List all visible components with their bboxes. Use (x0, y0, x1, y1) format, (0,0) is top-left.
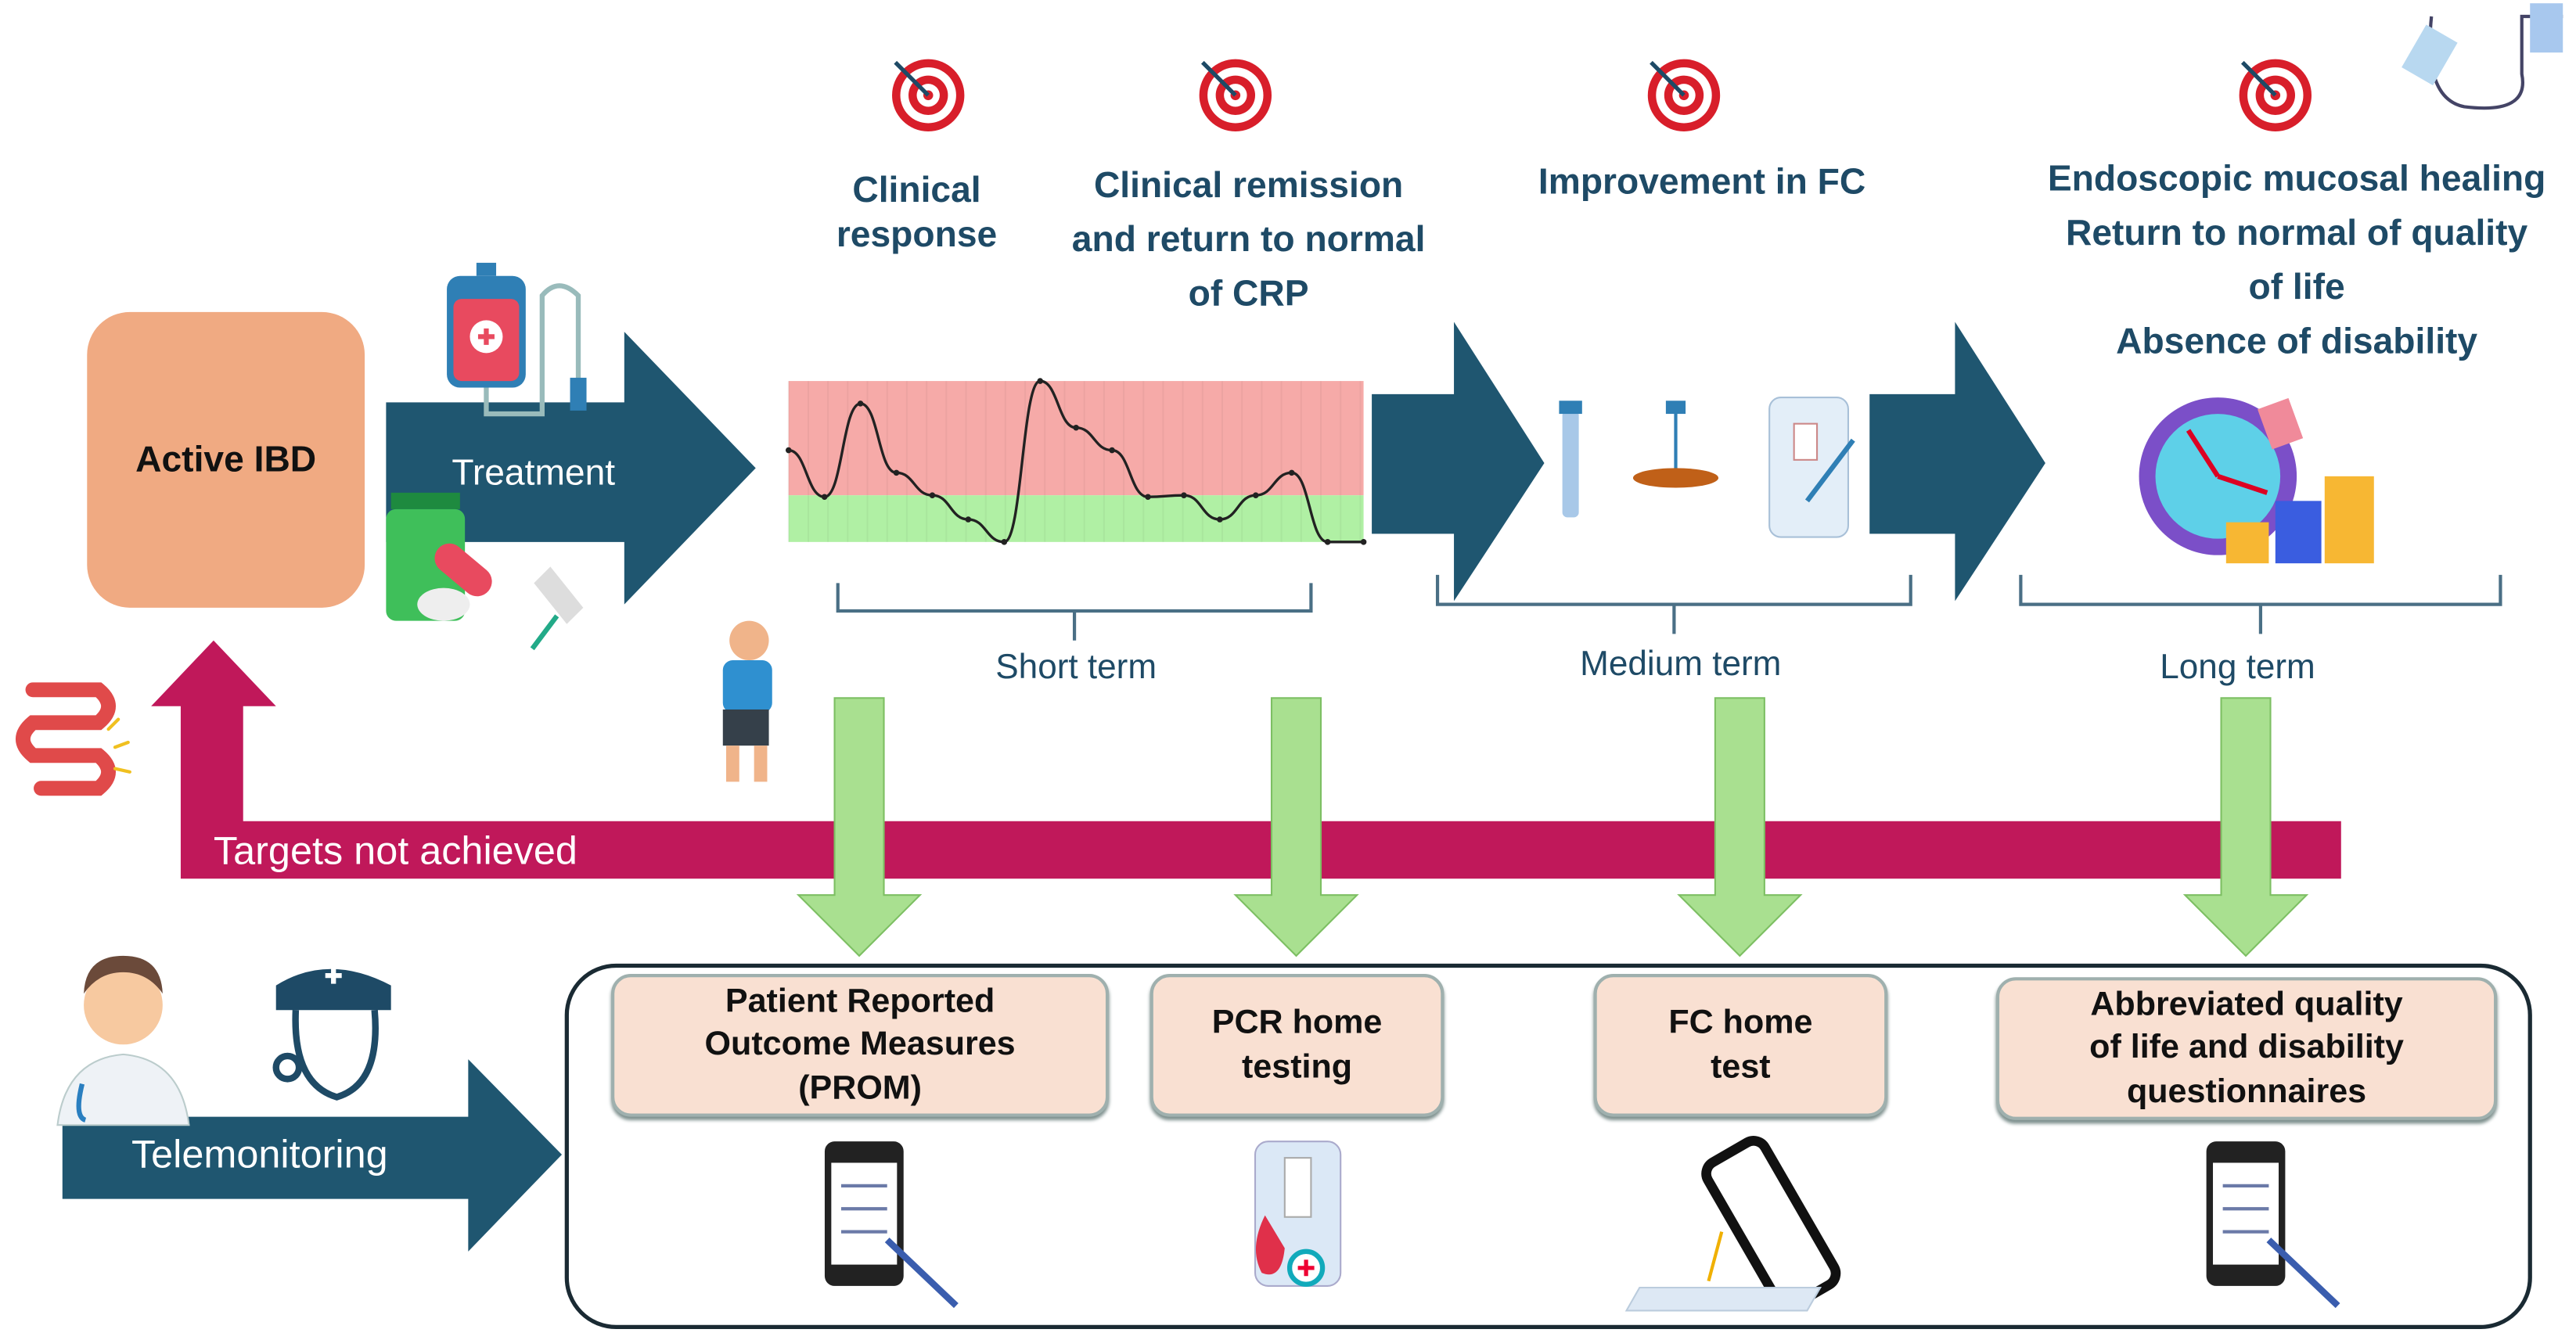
treatment-arrow-shape (386, 332, 756, 605)
down-arrow-pcr (1233, 697, 1359, 957)
crp-point (1360, 539, 1367, 545)
target-icon (892, 59, 965, 131)
tool-line: FC home (1668, 1003, 1813, 1042)
goal-line: and return to normal (1071, 218, 1426, 260)
long-term-label: Long term (2160, 648, 2315, 687)
crp-point (1073, 424, 1079, 431)
goal-line: of life (2248, 266, 2345, 307)
iv-bag-icon (447, 262, 587, 417)
telemonitoring-label: Telemonitoring (131, 1133, 388, 1178)
tool-line: PCR home (1211, 1003, 1383, 1042)
tool-line: Patient Reported (725, 981, 995, 1020)
target-icon (1199, 59, 1272, 131)
crp-point (1109, 447, 1115, 454)
crp-point (1001, 539, 1008, 545)
medium-term-brace (1435, 574, 1912, 634)
tool-box-fc: FC home test (1593, 974, 1888, 1117)
crp-trend-line (788, 379, 1364, 544)
fc-test-phone-icon (1624, 1136, 1841, 1312)
crp-point (965, 516, 972, 523)
medication-icon (386, 492, 584, 651)
target-icon (1647, 59, 1721, 131)
treatment-label: Treatment (452, 451, 616, 493)
child-icon (722, 620, 772, 782)
down-arrow-fc (1677, 697, 1803, 957)
crp-point (821, 494, 828, 501)
goal-line: response (836, 213, 998, 255)
crp-point (929, 492, 936, 498)
tool-box-pcr: PCR home testing (1149, 974, 1445, 1117)
crp-point (1324, 539, 1331, 545)
medium-to-long-arrow (1869, 322, 2045, 602)
fc-sample-icons (1559, 397, 1855, 538)
active-ibd-label: Active IBD (135, 438, 317, 480)
crp-point (1217, 516, 1223, 523)
target-icons (892, 59, 2312, 131)
qol-smartphone-icon (2206, 1141, 2340, 1309)
short-term-label: Short term (995, 648, 1157, 687)
crp-point (1288, 469, 1295, 476)
goal-line: Return to normal of quality (2065, 211, 2528, 253)
goal-line: Clinical (852, 169, 981, 210)
long-term-brace (2019, 574, 2502, 634)
nurse-icon (272, 967, 391, 1101)
home-monitoring-container (564, 963, 2532, 1330)
tool-line: (PROM) (798, 1069, 922, 1107)
tool-box-qol: Abbreviated quality of life and disabilit… (1995, 977, 2498, 1120)
goal-line: Endoscopic mucosal healing (2047, 157, 2546, 199)
tool-line: Abbreviated quality (2090, 985, 2403, 1023)
tool-line: Outcome Measures (704, 1025, 1016, 1063)
goal-clinical-remission: Clinical remission and return to normal of… (1072, 158, 1426, 321)
goal-line: of CRP (1188, 272, 1309, 314)
tool-line: of life and disability (2089, 1028, 2404, 1067)
short-term-brace (836, 583, 1313, 641)
goal-improvement-fc: Improvement in FC (1538, 154, 1865, 208)
crp-normal-band (788, 495, 1364, 542)
active-ibd-box: Active IBD (87, 311, 365, 608)
doctor-icon (56, 955, 190, 1126)
target-icon (2239, 59, 2312, 131)
prom-smartphone-icon (824, 1141, 959, 1309)
tool-line: questionnaires (2126, 1072, 2367, 1110)
goal-line: Absence of disability (2116, 320, 2478, 361)
quality-of-life-illustration (2139, 397, 2374, 564)
pcr-test-kit-icon (1254, 1141, 1342, 1287)
crp-point (857, 401, 864, 407)
tool-line: test (1711, 1047, 1771, 1085)
tool-line: testing (1241, 1047, 1353, 1085)
crp-point (893, 469, 900, 476)
crp-point (785, 447, 792, 454)
medium-term-label: Medium term (1580, 645, 1782, 684)
intestine-icon (16, 682, 131, 796)
down-arrow-qol (2182, 697, 2309, 957)
goal-line: Improvement in FC (1538, 160, 1866, 203)
crp-point (1253, 492, 1259, 498)
down-arrow-prom (796, 697, 923, 957)
endoscope-icon (2402, 3, 2563, 110)
crp-point (1181, 492, 1187, 498)
telemonitoring-arrow (62, 1059, 563, 1252)
targets-not-achieved-label: Targets not achieved (213, 829, 577, 874)
crp-high-band (788, 381, 1364, 496)
crp-point (1145, 494, 1151, 501)
targets-not-achieved-arrow (151, 640, 2341, 879)
crp-trend-chart (785, 378, 1367, 545)
crp-point (1037, 378, 1044, 384)
goal-line: Clinical remission (1093, 163, 1404, 206)
short-to-medium-arrow (1372, 322, 1545, 602)
